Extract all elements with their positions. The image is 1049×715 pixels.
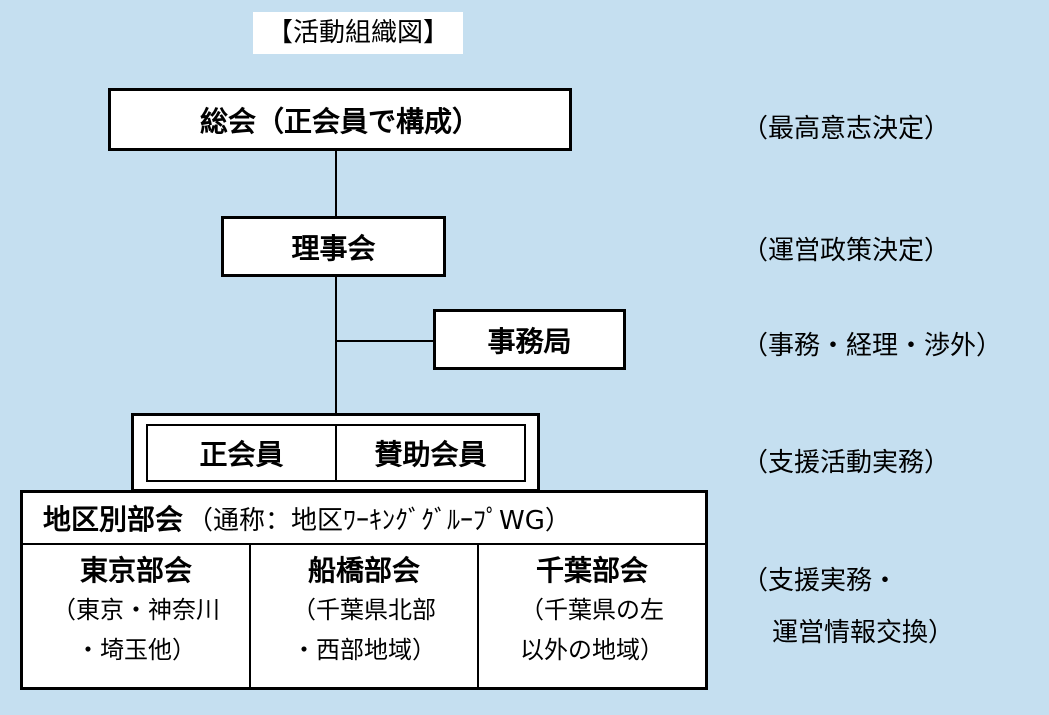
branch-tokyo: 東京部会 （東京・神奈川 ・埼玉他） xyxy=(23,545,249,687)
branch-area-line1: （東京・神奈川 xyxy=(52,596,220,624)
supporting-member-cell: 賛助会員 xyxy=(335,426,524,480)
general-meeting-label: 総会（正会員で構成） xyxy=(199,104,480,138)
branch-chiba: 千葉部会 （千葉県の左 以外の地域） xyxy=(477,545,705,687)
regional-note-line2: 運営情報交換） xyxy=(772,618,955,648)
board-note: （運営政策決定） xyxy=(742,236,951,266)
branch-area-line1: （千葉県の左 xyxy=(520,596,664,624)
branch-area-line2: ・西部地域） xyxy=(292,636,436,664)
board-box: 理事会 xyxy=(221,216,446,277)
general-meeting-box: 総会（正会員で構成） xyxy=(108,88,572,151)
branch-name: 東京部会 xyxy=(79,554,192,587)
secretariat-note: （事務・経理・渉外） xyxy=(742,331,1003,361)
connector-secretariat xyxy=(335,340,435,342)
branch-funabashi: 船橋部会 （千葉県北部 ・西部地域） xyxy=(249,545,477,687)
regional-header: 地区別部会 （通称：地区ﾜｰｷﾝｸﾞｸﾞﾙｰﾌﾟWG） xyxy=(23,493,705,545)
regional-note-line1: （支援実務・ xyxy=(742,566,899,596)
branch-row: 東京部会 （東京・神奈川 ・埼玉他） 船橋部会 （千葉県北部 ・西部地域） 千葉… xyxy=(23,545,705,687)
connector-board-members xyxy=(335,276,337,414)
board-label: 理事会 xyxy=(291,231,376,265)
members-note: （支援活動実務） xyxy=(742,448,951,478)
branch-name: 千葉部会 xyxy=(535,554,648,587)
regular-member-cell: 正会員 xyxy=(199,438,284,471)
connector-general-board xyxy=(335,150,337,218)
regional-title: 地区別部会 xyxy=(43,503,184,536)
branch-area-line1: （千葉県北部 xyxy=(292,596,436,624)
regional-alias: （通称：地区ﾜｰｷﾝｸﾞｸﾞﾙｰﾌﾟWG） xyxy=(187,505,571,536)
secretariat-label: 事務局 xyxy=(487,324,572,358)
diagram-title: 【活動組織図】 xyxy=(253,12,463,54)
general-meeting-note: （最高意志決定） xyxy=(742,114,951,144)
secretariat-box: 事務局 xyxy=(433,309,626,370)
branch-area-line2: ・埼玉他） xyxy=(76,636,196,664)
branch-area-line2: 以外の地域） xyxy=(520,636,664,664)
members-inner-box: 正会員 賛助会員 xyxy=(146,424,526,482)
branch-name: 船橋部会 xyxy=(307,554,420,587)
regional-section-box: 地区別部会 （通称：地区ﾜｰｷﾝｸﾞｸﾞﾙｰﾌﾟWG） 東京部会 （東京・神奈川… xyxy=(20,490,708,690)
